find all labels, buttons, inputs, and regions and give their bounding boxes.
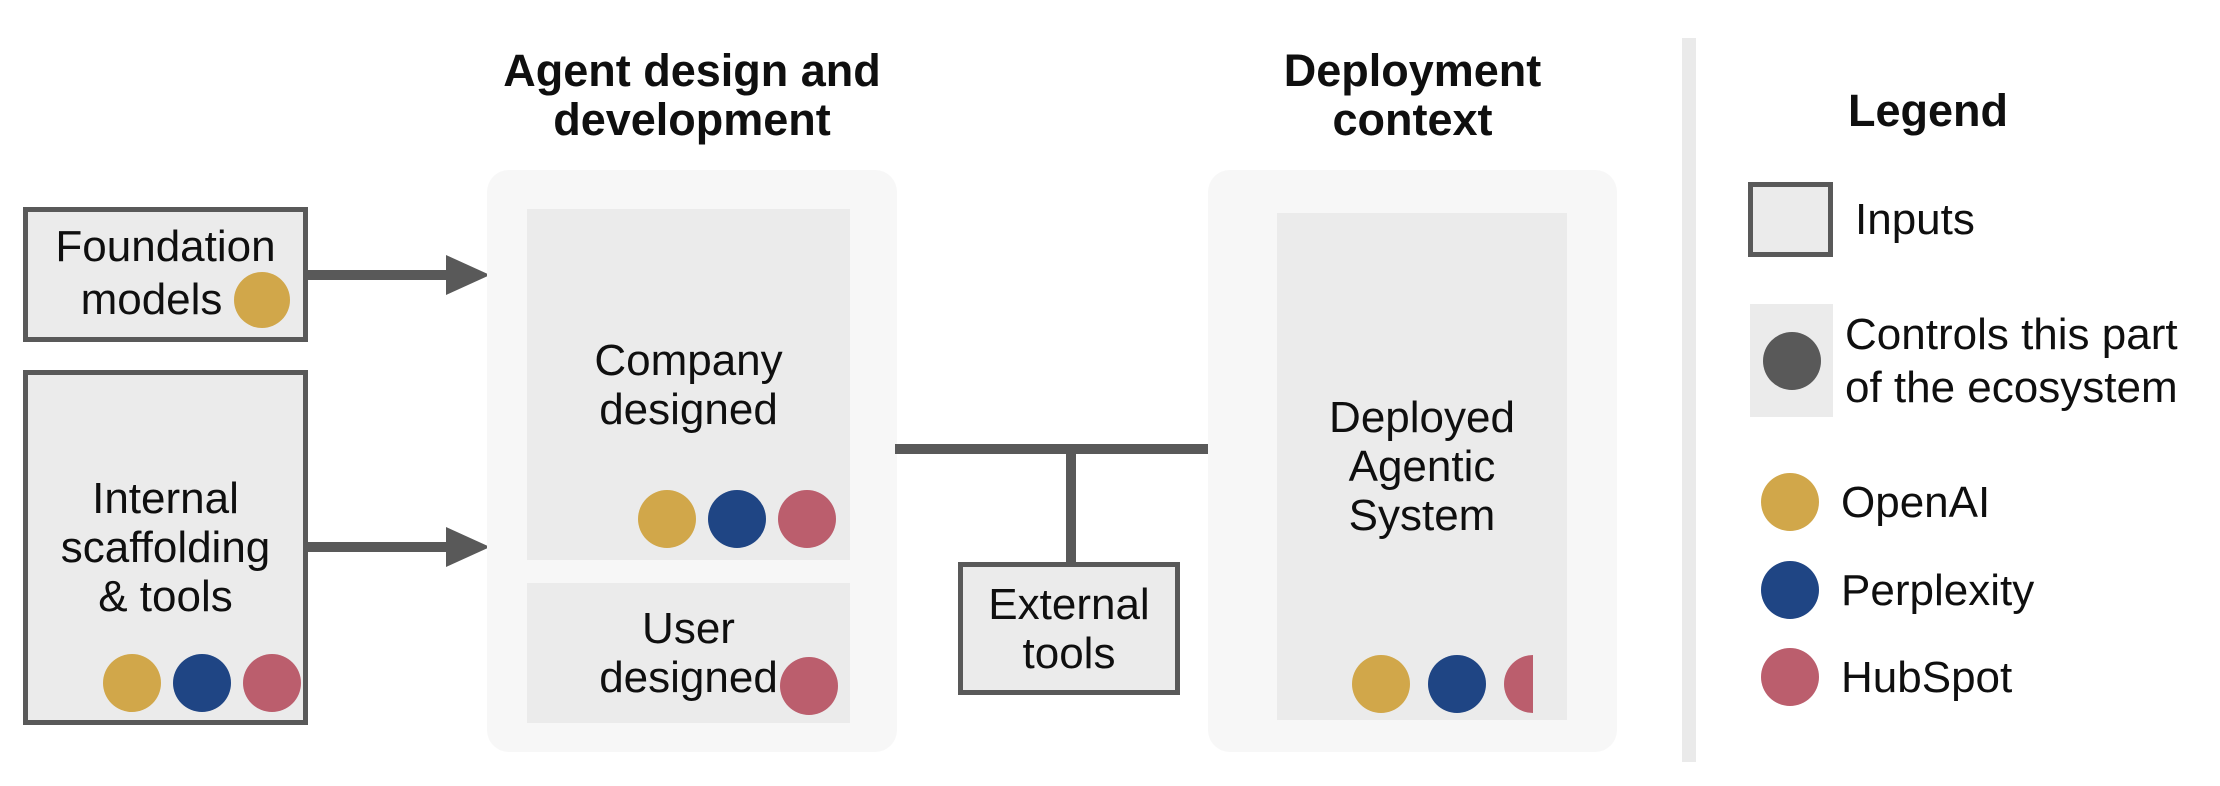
agent-design-title-line1: Agent design and <box>503 45 881 96</box>
inputs-swatch <box>1748 182 1833 257</box>
company-designed-label-line1: Company <box>594 335 783 385</box>
internal-scaffolding-label-line1: Internal <box>92 474 239 523</box>
scaffolding-dots <box>103 654 301 712</box>
openai-dot <box>1352 655 1410 713</box>
legend-item-openai: OpenAI <box>1761 473 1990 531</box>
openai-dot <box>1761 473 1819 531</box>
openai-label: OpenAI <box>1841 477 1991 527</box>
hubspot-label: HubSpot <box>1841 652 2013 702</box>
deployed-label-line1: Deployed <box>1329 393 1515 442</box>
deployment-context-title: Deployment context <box>1208 46 1617 144</box>
hubspot-half-dot <box>1504 655 1533 713</box>
foundation-models-box: Foundation models <box>23 207 308 342</box>
internal-scaffolding-label: Internal scaffolding & tools <box>61 474 271 621</box>
control-dot <box>1762 331 1821 390</box>
foundation-models-label-line2-row: models <box>80 271 291 328</box>
perplexity-dot <box>1761 561 1819 619</box>
company-designed-label-line2: designed <box>599 384 778 434</box>
legend-item-perplexity: Perplexity <box>1761 561 2034 619</box>
controls-label-line1: Controls this part <box>1845 309 2178 359</box>
external-tools-label-line2: tools <box>1022 628 1116 678</box>
company-designed-dots <box>638 490 836 548</box>
deployment-context-title-line2: context <box>1332 94 1493 145</box>
legend-item-controls: Controls this part of the ecosystem <box>1750 304 2178 417</box>
scaffolding-arrow-head <box>446 527 490 567</box>
legend-item-hubspot: HubSpot <box>1761 648 2012 706</box>
external-tools-box: External tools <box>958 562 1180 695</box>
internal-scaffolding-label-line2: scaffolding <box>60 523 271 572</box>
hubspot-dot <box>243 654 301 712</box>
hubspot-dot <box>778 490 836 548</box>
internal-scaffolding-box: Internal scaffolding & tools <box>23 370 308 725</box>
internal-scaffolding-label-line3: & tools <box>98 572 233 621</box>
openai-dot <box>234 271 291 328</box>
perplexity-label: Perplexity <box>1841 565 2035 615</box>
external-tools-label-line1: External <box>988 579 1150 629</box>
controls-swatch <box>1750 304 1833 417</box>
hubspot-dot <box>780 657 838 715</box>
openai-dot <box>638 490 696 548</box>
foundation-arrow-head <box>446 255 490 295</box>
external-tools-connector <box>1066 449 1076 563</box>
legend-item-inputs: Inputs <box>1748 182 1975 257</box>
foundation-models-label-line2: models <box>80 274 223 324</box>
inputs-label: Inputs <box>1855 195 1975 244</box>
scaffolding-arrow-line <box>306 542 450 552</box>
foundation-arrow-line <box>308 270 450 280</box>
company-designed-box: Company designed <box>527 209 850 560</box>
perplexity-dot <box>708 490 766 548</box>
deployed-agentic-system-box: Deployed Agentic System <box>1277 213 1567 720</box>
controls-label: Controls this part of the ecosystem <box>1845 308 2178 414</box>
hubspot-dot <box>1761 648 1819 706</box>
perplexity-dot <box>173 654 231 712</box>
foundation-models-label-line1: Foundation <box>55 221 276 271</box>
user-designed-box: User designed <box>527 583 850 723</box>
user-designed-label-line2: designed <box>599 653 778 702</box>
deployed-label-line2: Agentic <box>1348 442 1496 491</box>
openai-dot <box>103 654 161 712</box>
deployed-label-line3: System <box>1348 491 1496 540</box>
controls-label-line2: of the ecosystem <box>1845 362 2178 412</box>
deployed-dots <box>1352 655 1533 713</box>
deployment-context-title-line1: Deployment <box>1283 45 1542 96</box>
legend-title: Legend <box>1848 85 2009 136</box>
user-designed-dots <box>780 657 838 715</box>
legend-divider <box>1682 38 1696 762</box>
perplexity-dot <box>1428 655 1486 713</box>
user-designed-label-line1: User <box>642 604 735 653</box>
agent-design-title-line2: development <box>553 94 831 145</box>
agent-design-title: Agent design and development <box>487 46 897 144</box>
